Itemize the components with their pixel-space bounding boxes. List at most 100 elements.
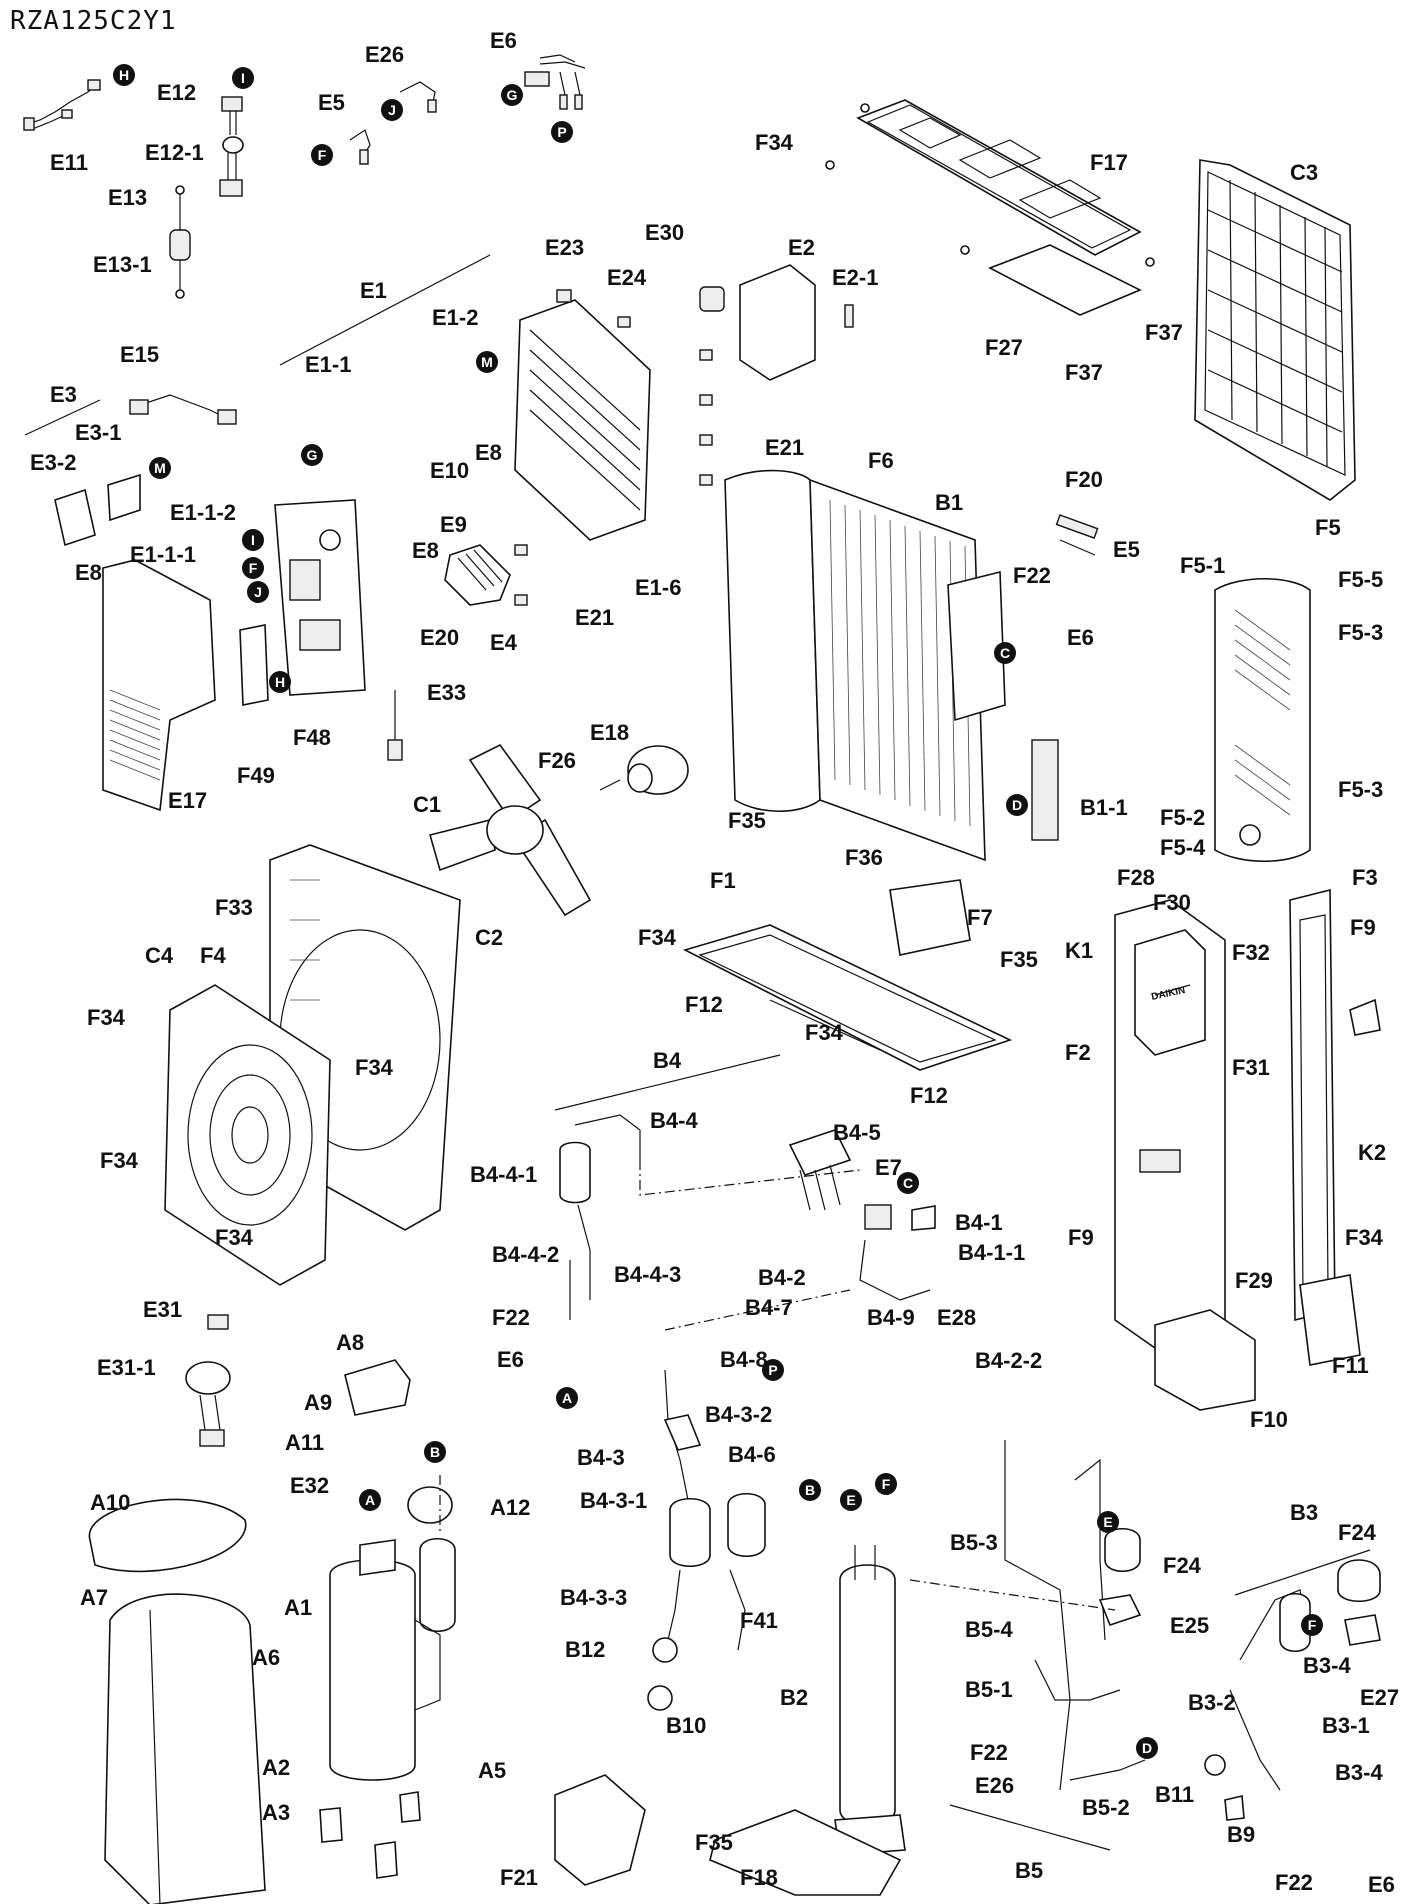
frame-f18 [709, 1809, 902, 1896]
label-c4: C4 [145, 943, 174, 968]
label-f34-mid: F34 [638, 925, 677, 950]
label-b4-6: B4-6 [728, 1442, 776, 1467]
label-f4: F4 [200, 943, 226, 968]
label-f5-5: F5-5 [1338, 567, 1383, 592]
top-panel-f17 [825, 99, 1155, 267]
label-e21-b: E21 [575, 605, 614, 630]
label-f35-a: F35 [728, 808, 766, 833]
label-f22-a: F22 [1013, 563, 1051, 588]
terminal-e4 [444, 544, 511, 606]
label-b12: B12 [565, 1637, 605, 1662]
label-f5-3b: F5-3 [1338, 777, 1383, 802]
front-plate-f2 [1114, 899, 1256, 1411]
label-f22-d: F22 [1275, 1870, 1313, 1895]
bottom-frame-f1 [682, 879, 1013, 1071]
thermistor-e5-top [349, 129, 371, 165]
sensor-e13 [169, 185, 191, 299]
label-a11: A11 [285, 1430, 324, 1455]
label-f49: F49 [237, 763, 275, 788]
svg-text:G: G [307, 447, 318, 463]
label-f18: F18 [740, 1865, 778, 1890]
label-b4-1: B4-1 [955, 1210, 1003, 1235]
svg-text:E: E [846, 1492, 855, 1508]
fan-motor-e18 [599, 745, 689, 795]
label-f7: F7 [967, 905, 993, 930]
label-f29: F29 [1235, 1268, 1273, 1293]
label-e18: E18 [590, 720, 629, 745]
marker-c1: C [994, 642, 1016, 664]
label-b11: B11 [1155, 1782, 1194, 1807]
label-b4-4: B4-4 [650, 1108, 698, 1133]
terminal-e3 [54, 473, 141, 547]
label-b3-4b: B3-4 [1335, 1760, 1383, 1785]
svg-text:D: D [1142, 1740, 1152, 1756]
label-f30: F30 [1153, 890, 1191, 915]
svg-text:C: C [1000, 645, 1010, 661]
marker-p2: P [762, 1359, 784, 1381]
label-b4-2-2: B4-2-2 [975, 1348, 1042, 1373]
marker-d2: D [1136, 1737, 1158, 1759]
label-f9-a: F9 [1350, 915, 1376, 940]
harness-e11 [23, 79, 101, 131]
label-e31-1: E31-1 [97, 1355, 156, 1380]
label-f5-1: F5-1 [1180, 553, 1225, 578]
marker-e1: E [840, 1489, 862, 1511]
label-e1-6: E1-6 [635, 575, 681, 600]
marker-i2: I [242, 529, 264, 551]
marker-d1: D [1006, 794, 1028, 816]
label-f35-b: F35 [1000, 947, 1038, 972]
label-f28: F28 [1117, 865, 1155, 890]
sound-jacket-a7 [104, 1593, 266, 1904]
label-f1: F1 [710, 868, 736, 893]
label-b10: B10 [666, 1713, 706, 1738]
marker-p1: P [551, 121, 573, 143]
marker-g2: G [301, 444, 323, 466]
label-f20: F20 [1065, 467, 1103, 492]
label-e12: E12 [157, 80, 196, 105]
svg-text:J: J [254, 584, 262, 600]
label-b5-1: B5-1 [965, 1677, 1013, 1702]
label-f34-l3: F34 [100, 1148, 139, 1173]
svg-text:F: F [249, 560, 258, 576]
label-e28: E28 [937, 1305, 976, 1330]
label-e4: E4 [490, 630, 518, 655]
label-f17: F17 [1090, 150, 1128, 175]
label-e20: E20 [420, 625, 459, 650]
label-e1-2: E1-2 [432, 305, 478, 330]
accumulator-b4-4-1 [559, 1114, 641, 1320]
label-e6-top: E6 [490, 28, 517, 53]
label-e31: E31 [143, 1297, 182, 1322]
inverter-pcb-e1-1 [274, 499, 366, 696]
label-a3: A3 [262, 1800, 290, 1825]
anti-vibration-a2 [319, 1791, 421, 1879]
marker-j1: J [381, 99, 403, 121]
compressor-a1 [329, 1486, 456, 1781]
label-a2: A2 [262, 1755, 290, 1780]
label-b5-2: B5-2 [1082, 1795, 1130, 1820]
label-b4-3-3: B4-3-3 [560, 1585, 627, 1610]
label-b4-4-3: B4-4-3 [614, 1262, 681, 1287]
marker-e2: E [1097, 1511, 1119, 1533]
insulation-a10 [88, 1498, 247, 1573]
label-b1-1: B1-1 [1080, 795, 1128, 820]
label-b4-9: B4-9 [867, 1305, 915, 1330]
label-e5-top: E5 [318, 90, 345, 115]
label-e10: E10 [430, 458, 469, 483]
label-f11: F11 [1332, 1353, 1369, 1378]
svg-text:D: D [1012, 797, 1022, 813]
svg-text:H: H [119, 67, 129, 83]
label-e15: E15 [120, 342, 159, 367]
label-f22-b: F22 [492, 1305, 530, 1330]
label-f31: F31 [1232, 1055, 1270, 1080]
label-e33: E33 [427, 680, 466, 705]
label-e8-b: E8 [475, 440, 502, 465]
part-labels: E11 E12 E12-1 E13 E13-1 E26 E5 E6 F34 F1… [30, 28, 1399, 1897]
label-f5-2: F5-2 [1160, 805, 1205, 830]
label-f24-a: F24 [1163, 1553, 1202, 1578]
label-e1-1: E1-1 [305, 352, 351, 377]
label-e9: E9 [440, 512, 467, 537]
label-e24: E24 [607, 265, 647, 290]
label-f48: F48 [293, 725, 331, 750]
connector-e6-top [524, 54, 586, 110]
